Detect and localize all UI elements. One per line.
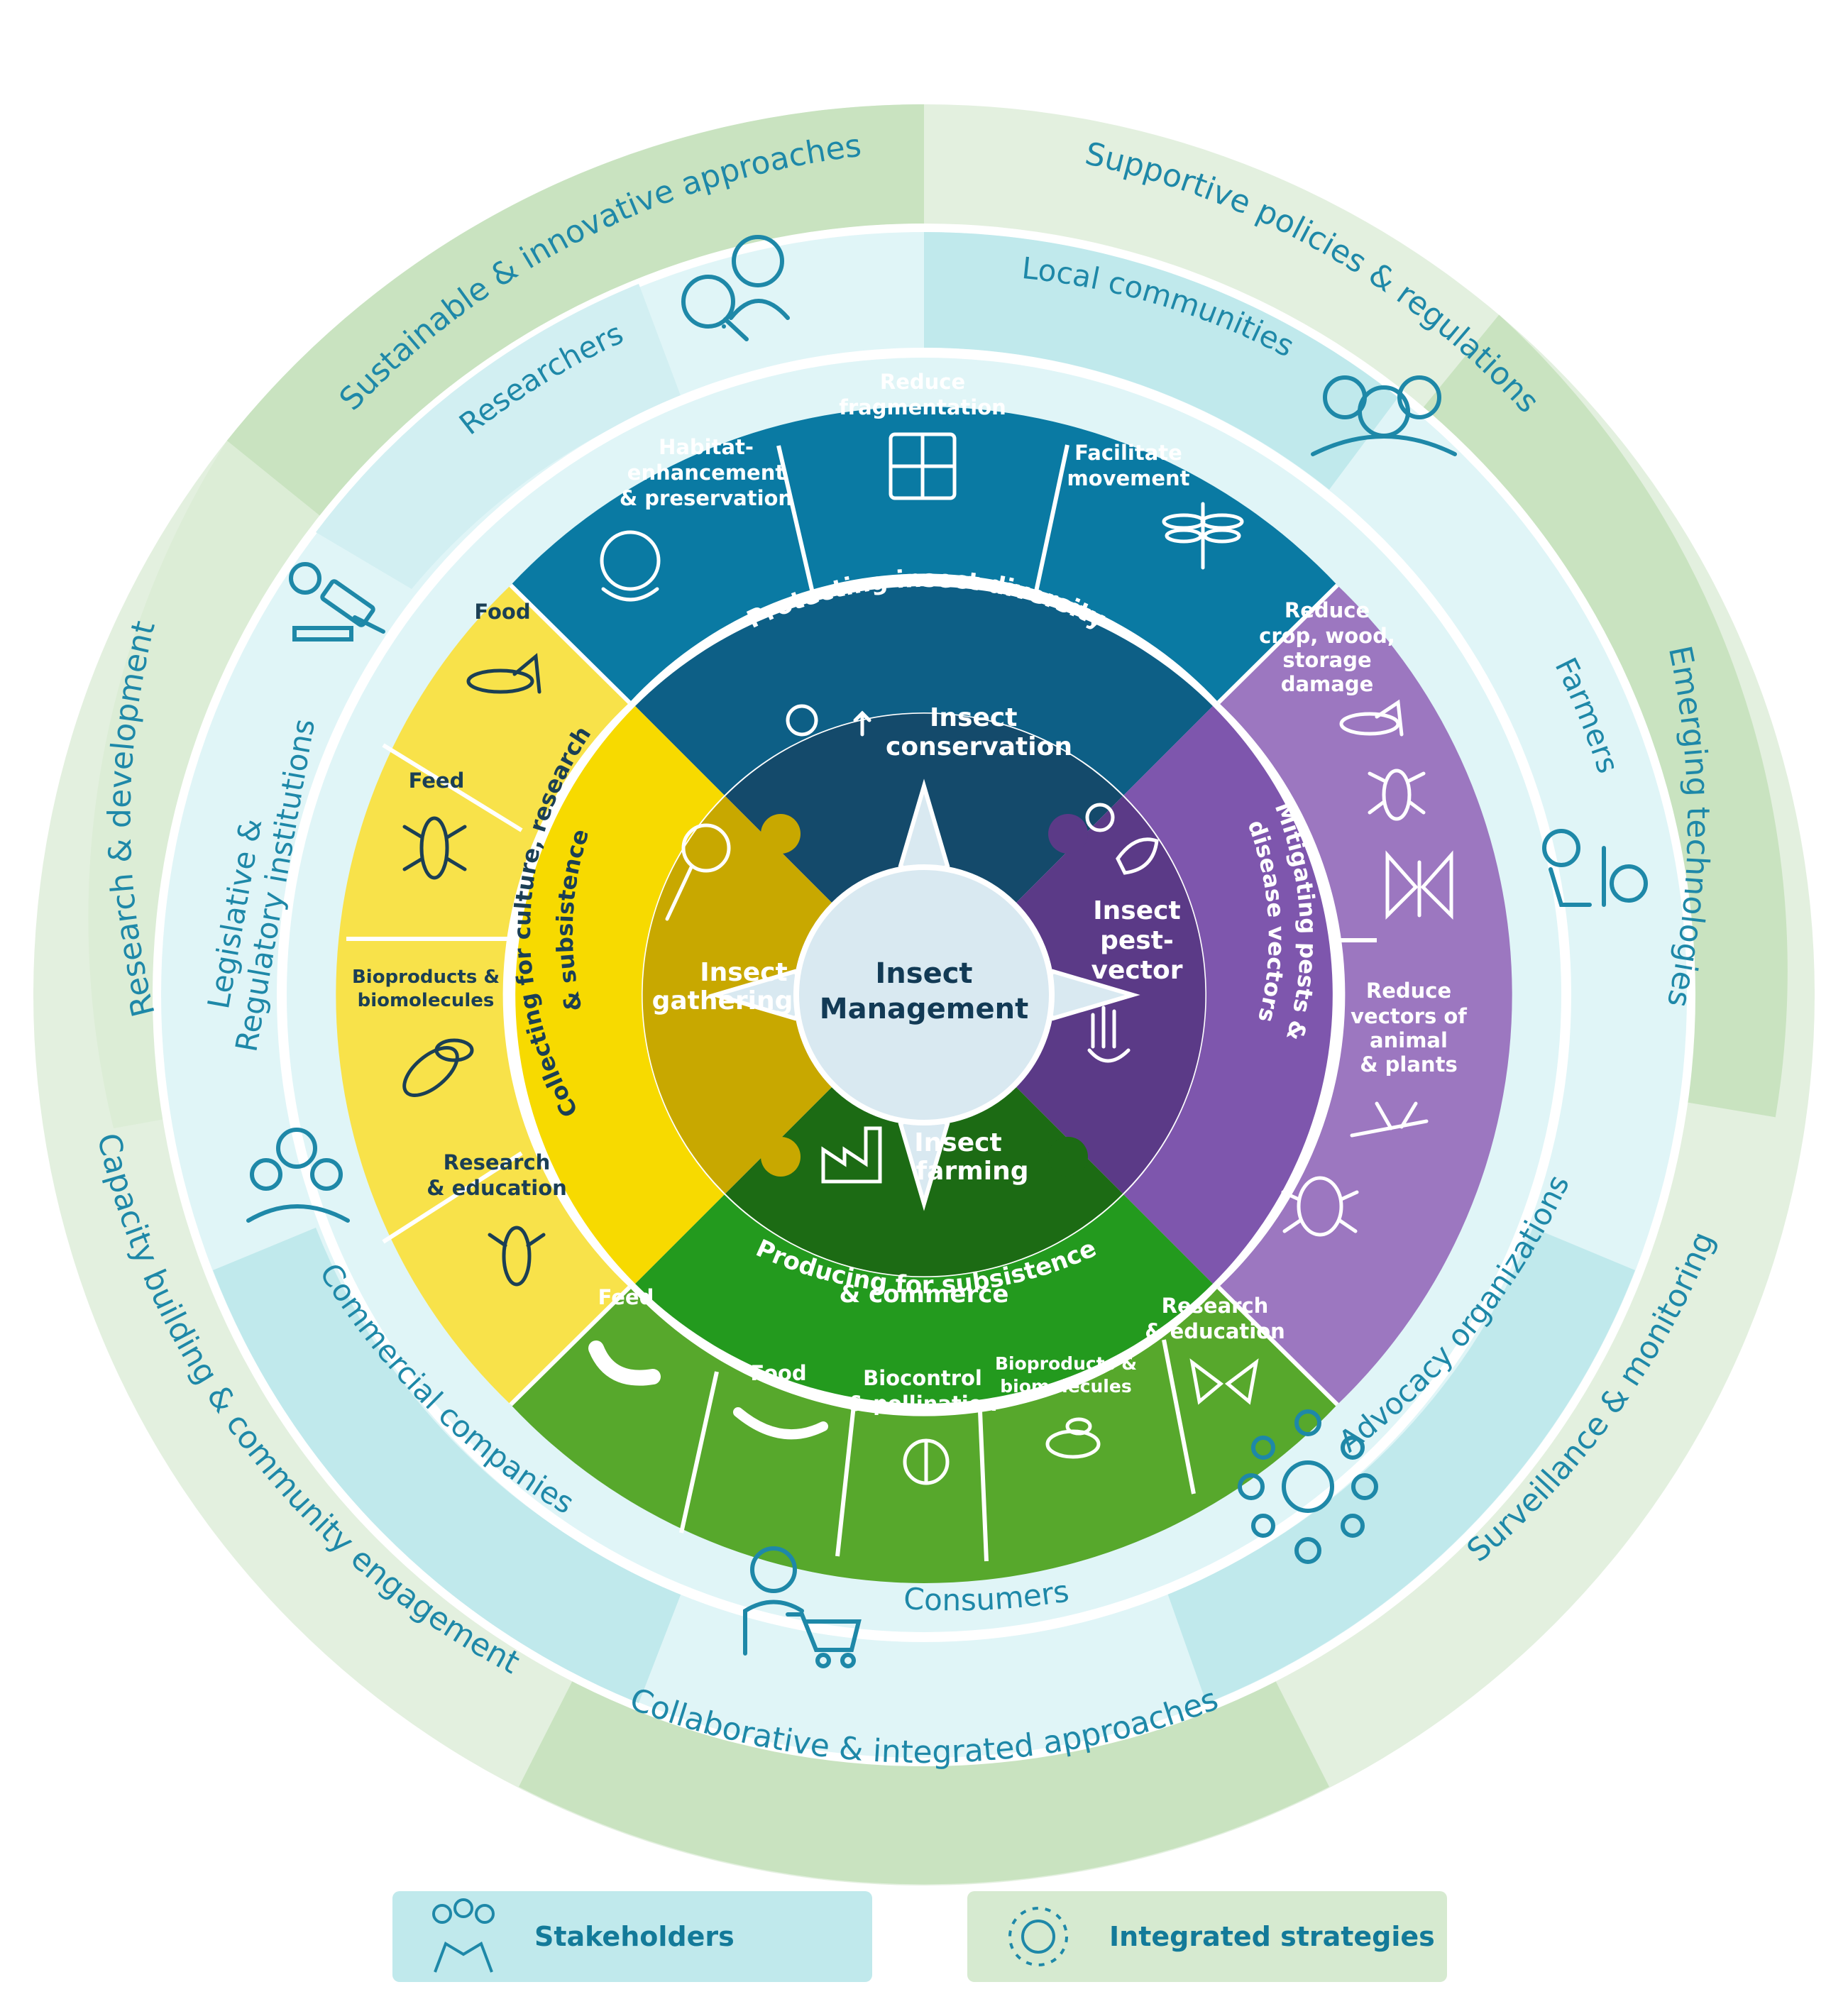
action-food-green: Food: [750, 1361, 806, 1385]
wasp-icon: [488, 1226, 546, 1287]
butterfly-icon-green: [1189, 1358, 1259, 1405]
center-title-1: Insect: [875, 957, 972, 990]
action-habitat-3: & preservation: [620, 486, 793, 510]
action-research-yellow-2: & education: [427, 1176, 567, 1200]
pillar-gathering-2: gathering: [652, 986, 793, 1015]
action-food-yellow: Food: [474, 600, 530, 624]
ladybug-leaf-icon: [1085, 803, 1159, 875]
action-crop-1: Reduce: [1285, 598, 1370, 622]
action-bioproducts-green-1: Bioproducts &: [995, 1353, 1137, 1374]
action-movement-2: movement: [1067, 466, 1189, 490]
researcher-magnifier-icon: [681, 235, 790, 341]
legend-strategies: Integrated strategies: [967, 1891, 1447, 1982]
action-crop-3: storage: [1282, 648, 1371, 672]
factory-icon: [821, 1126, 882, 1184]
business-group-icon: [246, 1128, 350, 1223]
action-bioproducts-green-2: biomolecules: [1000, 1376, 1131, 1397]
action-research-green-2: & education: [1145, 1319, 1285, 1343]
farmer-with-plant-icon: [1542, 829, 1648, 907]
action-vectors-3: animal: [1370, 1028, 1448, 1052]
action-labels-purple: Reduce crop, wood, storage damage Reduce…: [1259, 598, 1467, 1077]
action-labels-blue: Habitat- enhancement & preservation Redu…: [620, 370, 1190, 510]
pillar-pest-3: vector: [1091, 956, 1183, 985]
pillar-farming-2: farming: [916, 1157, 1029, 1186]
action-biocontrol-2: & pollination: [848, 1392, 997, 1416]
mosquito-icon: [1350, 1101, 1429, 1138]
action-fragmentation-1: Reduce: [880, 370, 965, 394]
action-vectors-1: Reduce: [1366, 979, 1451, 1003]
moth-icon: [1385, 850, 1453, 920]
pillar-pest-1: Insect: [1093, 896, 1180, 925]
bee-icon-yellow: [402, 1038, 474, 1097]
action-habitat-2: enhancement: [627, 461, 786, 485]
center-title-2: Management: [820, 993, 1028, 1025]
pillar-conservation-1: Insect: [930, 703, 1017, 732]
action-fragmentation-2: fragmentation: [839, 395, 1006, 419]
action-feed-yellow: Feed: [409, 769, 465, 793]
hand-mosquito-icon: [1087, 1006, 1131, 1063]
net-icon: [665, 823, 731, 921]
aphid-icon: [1281, 1176, 1359, 1237]
pillar-farming-1: Insect: [914, 1128, 1001, 1157]
network-icon: [1238, 1409, 1378, 1564]
legend-stakeholders-label: Stakeholders: [534, 1921, 735, 1952]
action-crop-2: crop, wood,: [1259, 624, 1395, 648]
termite-icon: [402, 816, 467, 880]
pillar-pest-2: pest-: [1100, 926, 1174, 955]
grub-icon: [588, 1340, 661, 1386]
action-bioproducts-yellow-1: Bioproducts &: [352, 967, 500, 988]
bee-icon-green: [1045, 1417, 1101, 1459]
action-labels-yellow: Food Feed Bioproducts & biomolecules Res…: [352, 600, 567, 1200]
goal-producing-2: & commerce: [840, 1280, 1009, 1309]
larva-icon-food: [733, 1407, 828, 1440]
globe-hands-icon: [600, 530, 661, 602]
legend-stakeholders: Stakeholders: [392, 1891, 872, 1982]
action-vectors-2: vectors of: [1351, 1004, 1467, 1028]
action-icons-dark: [402, 653, 546, 1287]
ladybug-icon: [903, 1438, 950, 1485]
action-research-green-1: Research: [1162, 1294, 1269, 1318]
pillar-gathering-1: Insect: [700, 958, 787, 987]
community-people-icon: [1311, 375, 1457, 456]
gavel-icon: [289, 562, 385, 642]
stakeholders-legend-icon: [432, 1898, 495, 1973]
action-labels-green: Research & education Bioproducts & biomo…: [598, 1285, 1285, 1416]
dragonfly-icon: [1162, 502, 1244, 570]
grasshopper-icon-purple: [1339, 699, 1404, 737]
cockroach-icon: [1368, 769, 1426, 821]
action-bioproducts-yellow-2: biomolecules: [358, 990, 495, 1011]
action-movement-1: Facilitate: [1074, 441, 1182, 465]
action-ring: [336, 407, 1512, 1583]
center-hub: [708, 778, 1140, 1211]
action-research-yellow-1: Research: [444, 1150, 551, 1174]
plant-rising-icon: [786, 704, 871, 737]
action-feed-green: Feed: [598, 1285, 654, 1309]
legend-strategies-label: Integrated strategies: [1109, 1921, 1435, 1952]
grasshopper-icon-yellow: [466, 653, 541, 694]
stakeholder-icons: [246, 235, 1648, 1668]
puzzle-icon: [889, 432, 957, 500]
action-biocontrol-1: Biocontrol: [863, 1366, 982, 1390]
action-vectors-4: & plants: [1360, 1052, 1457, 1077]
strategies-legend-icon: [1008, 1907, 1068, 1966]
action-icons-light: [588, 432, 1453, 1485]
action-crop-4: damage: [1281, 672, 1374, 696]
pillar-conservation-2: conservation: [886, 732, 1072, 761]
action-habitat-1: Habitat-: [659, 435, 754, 459]
shopper-cart-icon: [743, 1546, 862, 1668]
